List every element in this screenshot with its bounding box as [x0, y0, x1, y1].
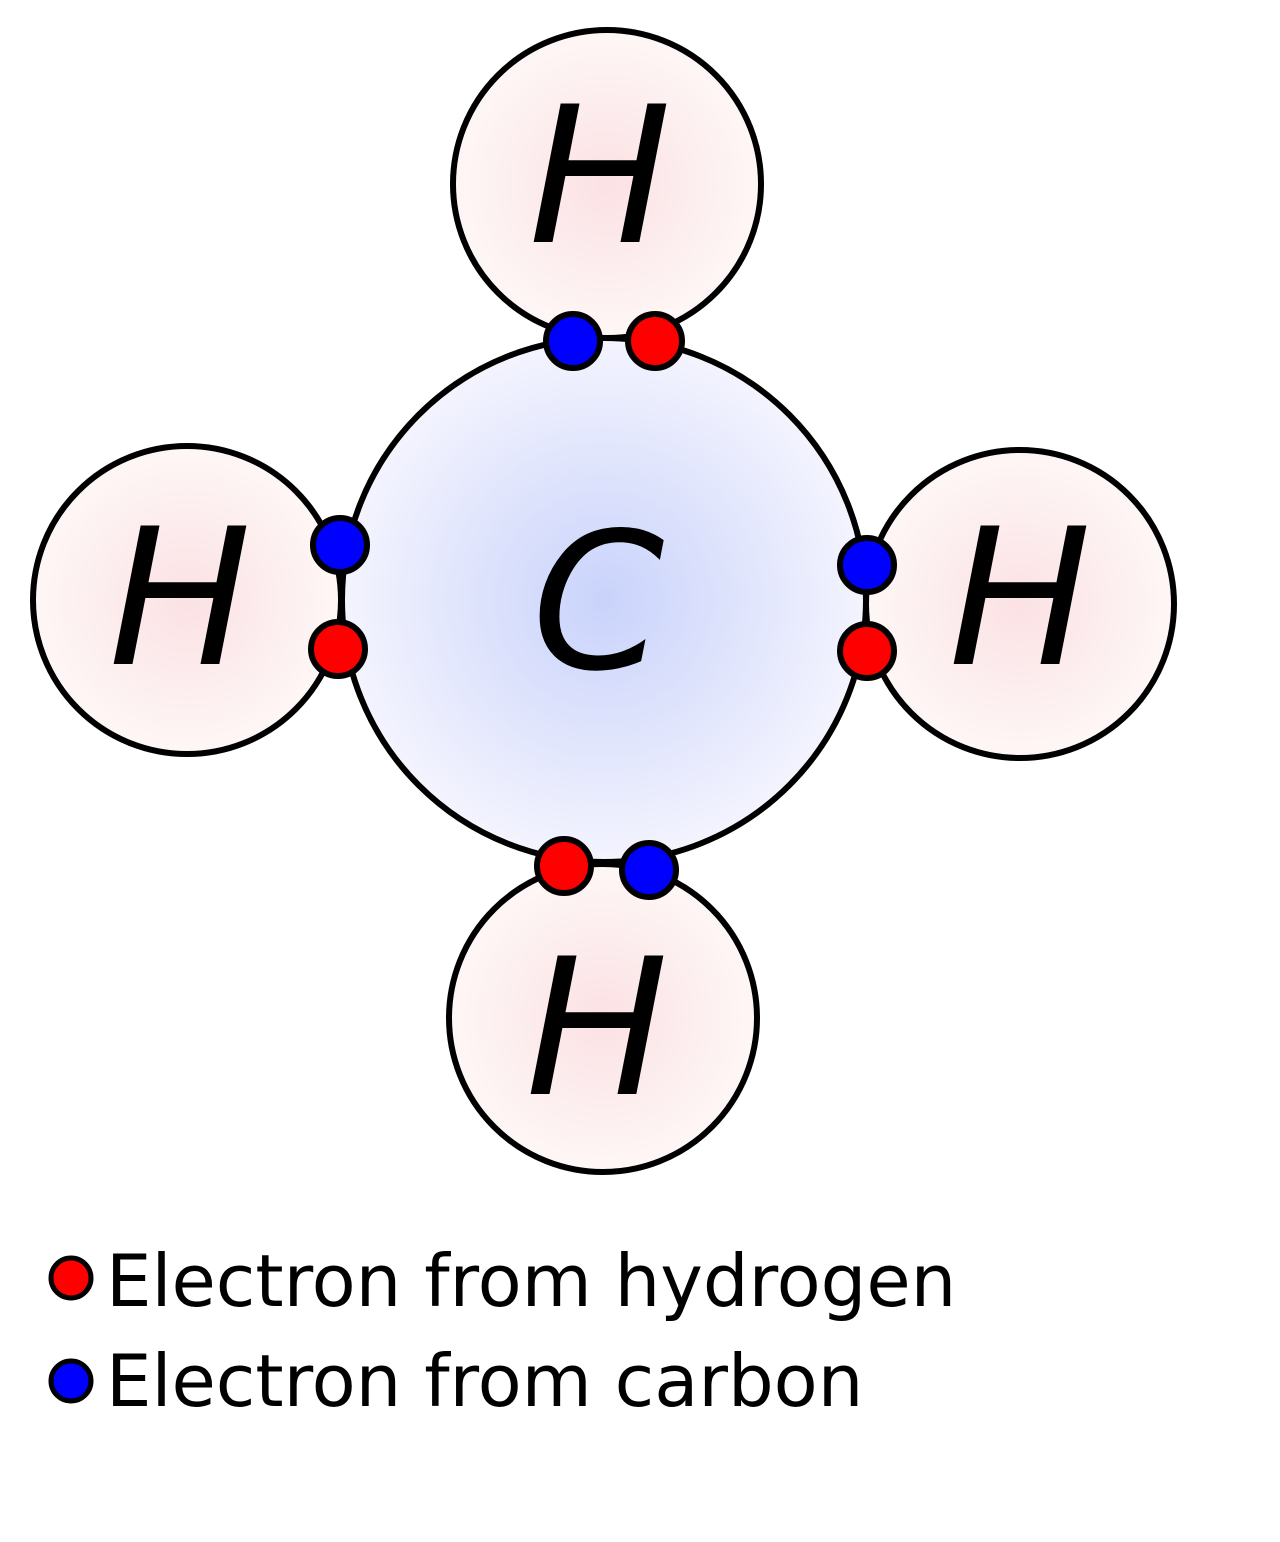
electron-carbon-right [837, 535, 897, 595]
electron-carbon-left [310, 515, 370, 575]
hydrogen-top-label: H [529, 66, 672, 287]
legend-carbon-swatch [48, 1358, 94, 1404]
electron-carbon-bottom [619, 840, 679, 900]
hydrogen-left-label: H [109, 488, 252, 709]
electron-hydrogen-left [308, 619, 368, 679]
electron-hydrogen-right [837, 621, 897, 681]
electron-hydrogen-top [625, 311, 685, 371]
legend-hydrogen-swatch [48, 1255, 94, 1301]
electron-carbon-top [543, 311, 603, 371]
hydrogen-right-label: H [949, 488, 1092, 709]
legend-item-hydrogen: Electron from hydrogen [48, 1239, 956, 1323]
carbon-label: C [532, 492, 665, 713]
legend-item-carbon: Electron from carbon [48, 1339, 863, 1423]
legend-carbon-label: Electron from carbon [106, 1339, 863, 1423]
hydrogen-bottom-label: H [526, 918, 669, 1139]
legend: Electron from hydrogen Electron from car… [48, 1239, 956, 1423]
carbon-atom [339, 335, 869, 865]
legend-hydrogen-label: Electron from hydrogen [106, 1239, 956, 1323]
electron-hydrogen-bottom [534, 836, 594, 896]
